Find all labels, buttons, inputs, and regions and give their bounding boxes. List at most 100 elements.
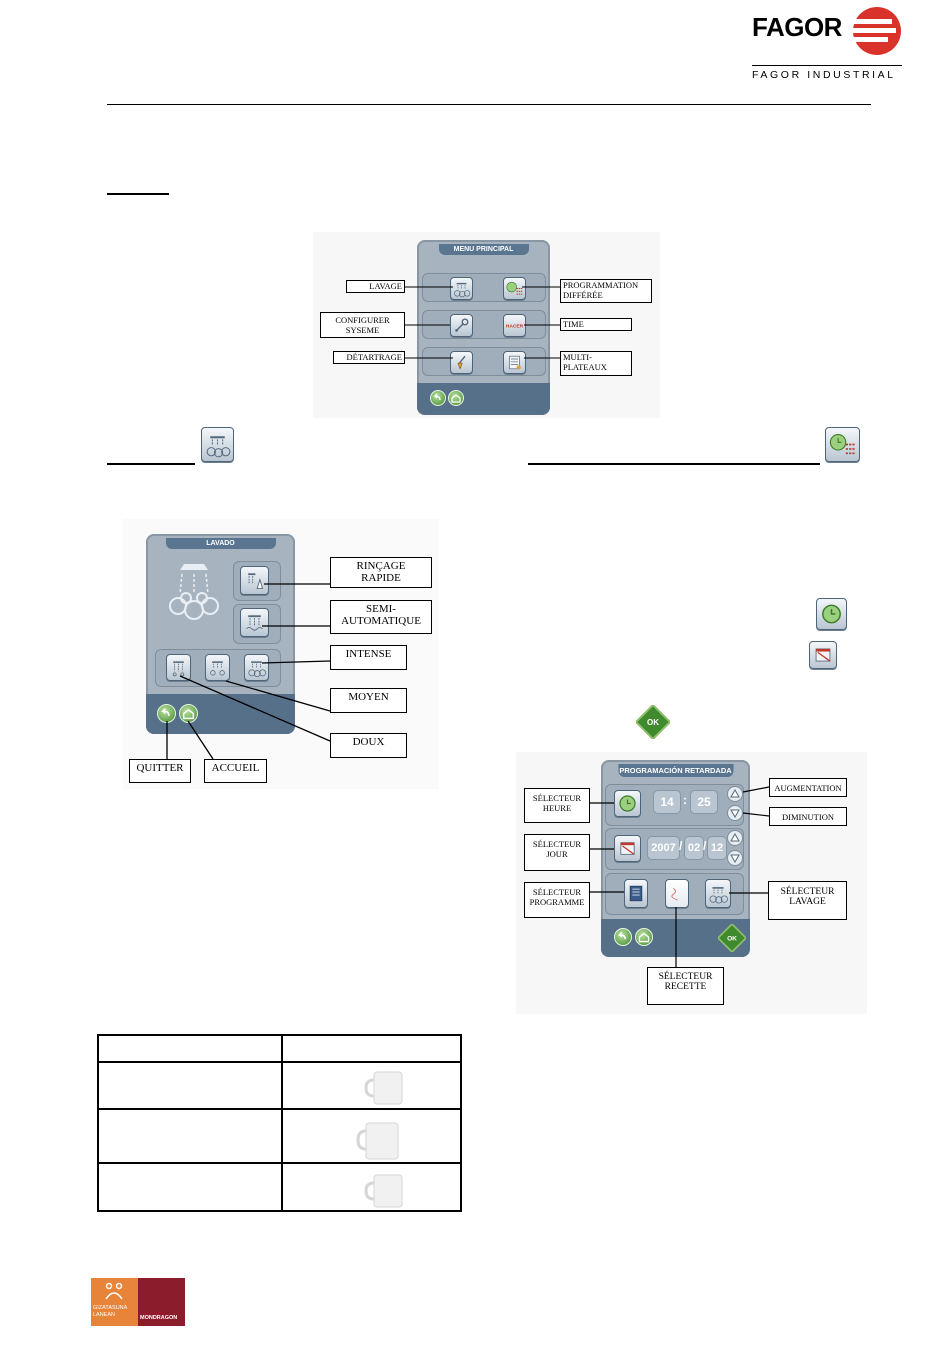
augmentation-label: AUGMENTATION (769, 778, 847, 797)
section-heading-underline (107, 463, 195, 465)
brand-subtitle: FAGOR INDUSTRIAL (752, 69, 896, 81)
header-rule (107, 104, 871, 105)
hour-field[interactable]: 14 (653, 790, 681, 814)
logo-line: GIZATASUNA (93, 1305, 128, 1311)
people-icon (105, 1282, 123, 1300)
accueil-label: ACCUEIL (204, 759, 267, 783)
diminution-label: DIMINUTION (769, 807, 847, 826)
month-field[interactable]: 02 (684, 836, 704, 860)
label-line: SÉLECTEUR (532, 887, 582, 897)
time-button[interactable]: HACER (503, 314, 526, 337)
label-line: RECETTE (664, 982, 707, 992)
selecteur-lavage-button[interactable] (705, 879, 731, 908)
label-line: SYSEME (345, 325, 380, 335)
lavado-screen: LAVADO (146, 534, 295, 734)
mug-icon (364, 1071, 403, 1105)
configurer-systeme-button[interactable] (450, 314, 473, 337)
menu-principal-screen: MENU PRINCIPAL HACER (417, 240, 550, 415)
label-line: RINÇAGE (356, 560, 406, 572)
ok-button-text: OK (727, 935, 737, 942)
selecteur-jour-button[interactable] (614, 835, 641, 862)
quitter-button[interactable] (157, 704, 176, 723)
lavage-button[interactable] (450, 277, 473, 300)
programmation-differee-label: PROGRAMMATION DIFFÉRÉE (560, 279, 652, 303)
label-line: PROGRAMME (529, 897, 585, 907)
mondragon-logo-block: MONDRAGON (138, 1278, 185, 1326)
selecteur-heure-button[interactable] (614, 790, 641, 817)
calendar-icon (809, 641, 837, 669)
augmentation-time-button[interactable] (727, 786, 743, 802)
semi-automatique-button[interactable] (240, 608, 269, 637)
intense-button[interactable] (166, 654, 191, 681)
diminution-time-button[interactable] (727, 805, 743, 821)
detartrage-button[interactable] (450, 351, 473, 374)
augmentation-date-button[interactable] (727, 830, 743, 846)
screen-title: PROGRAMACIÓN RETARDADA (618, 764, 733, 777)
date-separator: / (703, 839, 707, 853)
table-cell (281, 1034, 462, 1063)
moyen-button[interactable] (205, 654, 230, 681)
home-button[interactable] (448, 390, 464, 406)
doux-button[interactable] (244, 654, 269, 681)
label-line: JOUR (546, 849, 568, 859)
wash-illustration-icon (169, 564, 219, 620)
back-button[interactable] (614, 928, 632, 946)
selecteur-programme-label: SÉLECTEUR PROGRAMME (524, 882, 590, 918)
table-cell (281, 1162, 462, 1212)
mug-icon (356, 1122, 399, 1160)
rincage-rapide-label: RINÇAGE RAPIDE (330, 557, 432, 588)
label-line: SÉLECTEUR (532, 793, 582, 803)
label-line: HEURE (542, 803, 572, 813)
label-line: SÉLECTEUR (658, 972, 713, 982)
fagor-logo-icon (852, 7, 901, 55)
label-line: SÉLECTEUR (532, 839, 582, 849)
section-heading-underline (107, 193, 169, 195)
selecteur-jour-label: SÉLECTEUR JOUR (524, 834, 590, 871)
diminution-date-button[interactable] (727, 850, 743, 866)
brand-divider (752, 65, 902, 66)
selecteur-lavage-label: SÉLECTEUR LAVAGE (768, 881, 847, 920)
multi-plateaux-label: MULTI- PLATEAUX (560, 351, 632, 376)
gizatasuna-logo-block: GIZATASUNA LANEAN (91, 1278, 138, 1326)
label-line: SÉLECTEUR (780, 887, 835, 897)
multi-plateaux-button[interactable] (503, 351, 526, 374)
label-line: RAPIDE (361, 572, 401, 584)
time-separator: : (683, 793, 687, 807)
semi-automatique-label: SEMI- AUTOMATIQUE (330, 600, 432, 634)
selecteur-recette-label: SÉLECTEUR RECETTE (647, 967, 724, 1005)
programmation-differee-button[interactable] (503, 277, 526, 300)
label-line: PROGRAMMATION (563, 280, 639, 290)
rincage-rapide-button[interactable] (240, 566, 269, 595)
table-cell (97, 1061, 283, 1110)
ok-button[interactable]: OK (718, 924, 746, 952)
back-button[interactable] (430, 390, 446, 406)
label-line: AUTOMATIQUE (341, 615, 421, 627)
ok-icon-text: OK (647, 718, 659, 727)
selecteur-recette-button[interactable] (665, 879, 689, 908)
mug-table (97, 1034, 462, 1212)
home-button[interactable] (635, 928, 653, 946)
label-line: SEMI- (366, 603, 396, 615)
label-line: PLATEAUX (563, 362, 607, 372)
mondragon-logo: GIZATASUNA LANEAN MONDRAGON (91, 1278, 185, 1326)
selecteur-programme-button[interactable] (624, 879, 648, 908)
ok-diamond-icon: OK (636, 705, 670, 739)
time-label: TIME (560, 318, 632, 331)
lavage-label: LAVAGE (346, 280, 405, 293)
table-cell (97, 1034, 283, 1063)
label-line: CONFIGURER (335, 315, 390, 325)
intense-label: INTENSE (330, 645, 407, 670)
label-line: DIFFÉRÉE (563, 290, 603, 300)
minute-field[interactable]: 25 (690, 790, 718, 814)
programmation-heading-icon (825, 427, 860, 462)
day-field[interactable]: 12 (707, 836, 727, 860)
year-field[interactable]: 2007 (647, 836, 680, 860)
brand-name: FAGOR (752, 12, 842, 42)
label-line: MULTI- (563, 352, 592, 362)
section-heading-underline (528, 463, 820, 465)
mondragon-text: MONDRAGON (140, 1315, 178, 1321)
quitter-label: QUITTER (129, 759, 191, 783)
table-cell (97, 1108, 283, 1164)
selecteur-heure-label: SÉLECTEUR HEURE (524, 788, 590, 823)
